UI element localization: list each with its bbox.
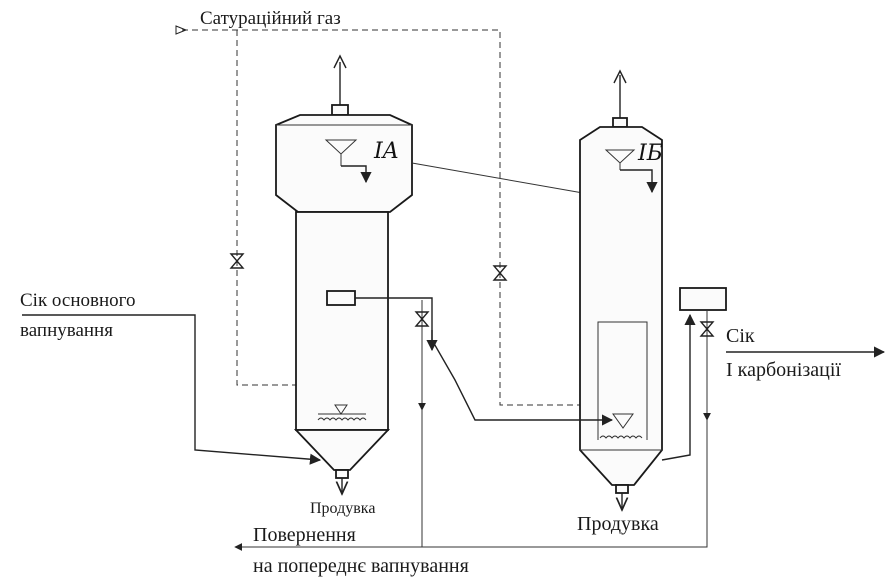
first-carbonation-juice-label-2: І карбонізації <box>726 359 841 381</box>
main-liming-juice-line <box>22 314 322 465</box>
gas-inlet-arrow-icon <box>175 25 188 35</box>
vessel-ib-tag: IБ <box>637 141 663 166</box>
vessel-ia <box>275 54 413 494</box>
overflow-box <box>679 287 727 311</box>
vessel-ia-tag: IA <box>373 139 399 164</box>
valve-gas-right-icon <box>492 265 508 281</box>
main-liming-juice-label-2: вапнування <box>20 320 113 341</box>
return-label: Повернення <box>253 524 356 546</box>
return-label-2: на попереднє вапнування <box>253 555 469 577</box>
gas-outlet-arrow-icon <box>333 54 347 69</box>
transfer-line <box>355 297 614 426</box>
vapor-connection-line <box>411 162 584 194</box>
gas-outlet-arrow-icon <box>613 69 627 84</box>
main-liming-juice-label: Сік основного <box>20 290 135 311</box>
vessel-ib <box>579 69 663 510</box>
first-carbonation-juice-label: Сік <box>726 325 755 347</box>
saturation-gas-line <box>175 25 610 406</box>
saturation-gas-label: Сатураційний газ <box>200 8 341 29</box>
return-line <box>234 420 708 551</box>
valve-gas-left-icon <box>229 253 245 269</box>
purge-left-label: Продувка <box>310 500 375 517</box>
valve-transfer-icon <box>414 311 430 327</box>
valve-outlet-icon <box>699 321 715 337</box>
purge-right-label: Продувка <box>577 513 659 535</box>
riser-line <box>661 313 696 461</box>
